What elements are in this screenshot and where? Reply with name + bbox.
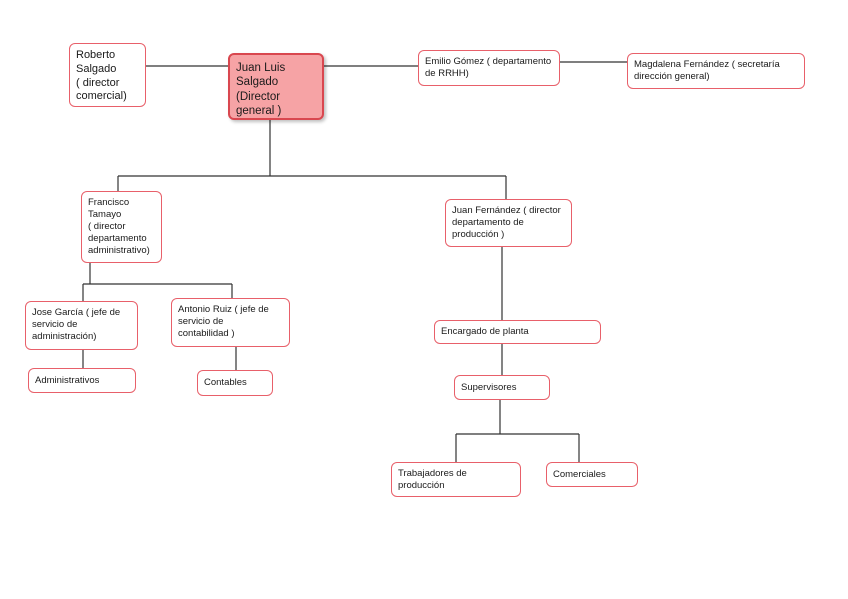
node-administrativos: Administrativos bbox=[28, 368, 136, 393]
node-jose-garcia: Jose García ( jefe de servicio de admini… bbox=[25, 301, 138, 350]
node-comerciales: Comerciales bbox=[546, 462, 638, 487]
node-supervisores: Supervisores bbox=[454, 375, 550, 400]
node-roberto-salgado: Roberto Salgado ( director comercial) bbox=[69, 43, 146, 107]
node-juan-luis-salgado: Juan Luis Salgado (Director general ) bbox=[228, 53, 324, 120]
node-encargado-de-planta: Encargado de planta bbox=[434, 320, 601, 344]
node-juan-fernandez: Juan Fernández ( director departamento d… bbox=[445, 199, 572, 247]
node-magdalena-fernandez: Magdalena Fernández ( secretaría direcci… bbox=[627, 53, 805, 89]
node-emilio-gomez: Emilio Gómez ( departamento de RRHH) bbox=[418, 50, 560, 86]
node-contables: Contables bbox=[197, 370, 273, 396]
node-antonio-ruiz: Antonio Ruiz ( jefe de servicio de conta… bbox=[171, 298, 290, 347]
node-trabajadores-de-produccion: Trabajadores de producción bbox=[391, 462, 521, 497]
node-francisco-tamayo: Francisco Tamayo ( director departamento… bbox=[81, 191, 162, 263]
